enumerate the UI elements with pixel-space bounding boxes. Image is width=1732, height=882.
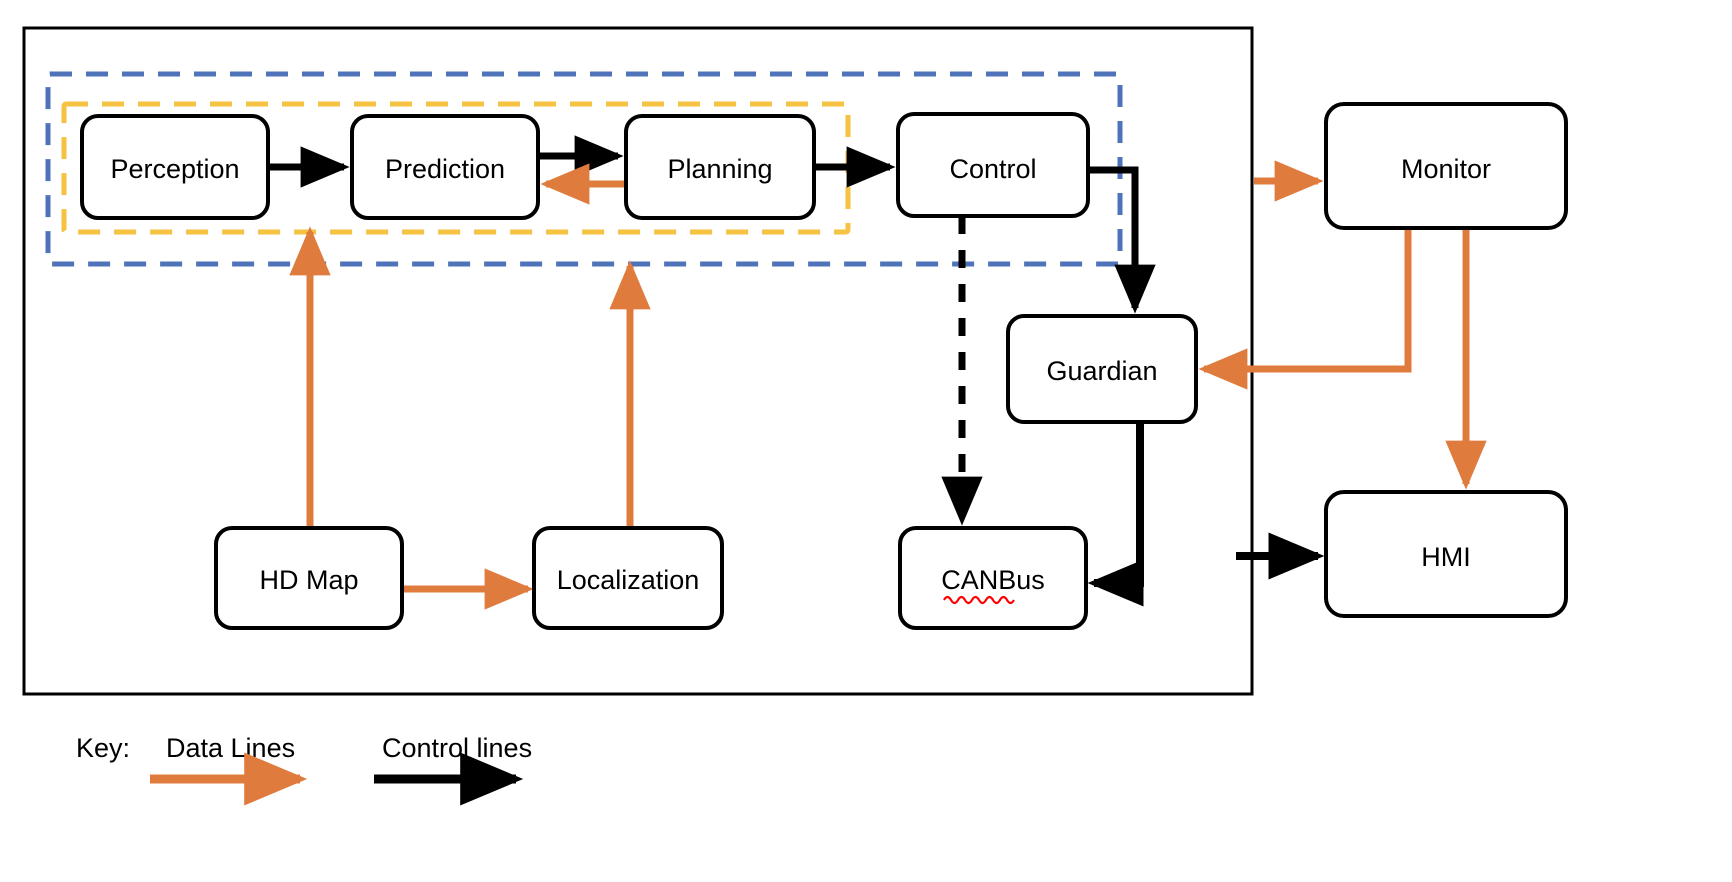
edge-guardian-to-canbus [1087,422,1144,607]
node-perception[interactable]: Perception [80,114,270,220]
node-planning-label: Planning [667,154,772,184]
edge-monitor-to-guardian [1198,228,1412,390]
node-guardian[interactable]: Guardian [1006,314,1198,424]
node-monitor-label: Monitor [1401,154,1491,184]
node-hmi-label: HMI [1421,542,1471,572]
node-guardian-label: Guardian [1046,356,1157,386]
node-localization-label: Localization [557,565,700,595]
node-hmi[interactable]: HMI [1324,490,1568,618]
node-planning[interactable]: Planning [624,114,816,220]
key-entry-control-lines-label: Control lines [382,733,532,763]
node-canbus-label: CANBus [941,565,1045,595]
node-hdmap[interactable]: HD Map [214,526,404,630]
node-perception-label: Perception [110,154,239,184]
node-localization[interactable]: Localization [532,526,724,630]
node-canbus[interactable]: CANBus [898,526,1088,630]
vehicle-boundary-frame [22,26,1254,696]
node-prediction-label: Prediction [385,154,505,184]
key-legend: Key: Data Lines Control lines [76,733,532,806]
node-prediction[interactable]: Prediction [350,114,540,220]
node-control[interactable]: Control [896,112,1090,218]
node-monitor[interactable]: Monitor [1324,102,1568,230]
key-entry-data-lines-label: Data Lines [166,733,295,763]
key-title: Key: [76,733,130,763]
node-control-label: Control [949,154,1036,184]
spellcheck-underline-icon [943,595,1015,605]
edge-control-to-guardian [1088,166,1156,314]
node-hdmap-label: HD Map [259,565,358,595]
